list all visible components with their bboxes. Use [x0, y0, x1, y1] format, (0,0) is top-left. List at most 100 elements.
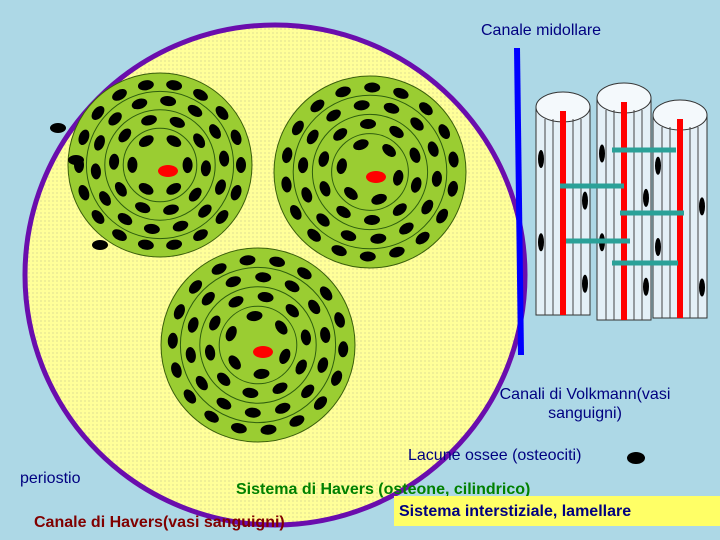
- havers-canal: [366, 171, 386, 183]
- lacuna: [182, 157, 193, 174]
- lacuna: [331, 370, 343, 386]
- lacuna: [193, 89, 208, 101]
- lamella-ring: [85, 90, 235, 240]
- lacuna: [143, 223, 160, 234]
- lacuna: [338, 341, 349, 358]
- label-volkmann-line1: Canali di Volkmann(vasi: [499, 386, 671, 403]
- lacuna: [335, 86, 351, 98]
- lacuna: [448, 151, 459, 168]
- lacuna: [371, 193, 387, 205]
- lacuna: [331, 245, 347, 257]
- label-volkmann: Canali di Volkmann(vasi sanguigni): [470, 385, 700, 423]
- lacuna: [300, 329, 311, 346]
- lacuna: [138, 135, 154, 147]
- lacuna: [204, 410, 219, 423]
- lacuna: [117, 213, 133, 226]
- lacuna: [415, 231, 430, 245]
- lacuna: [313, 396, 328, 410]
- lacuna: [284, 280, 300, 293]
- lacuna: [419, 102, 433, 116]
- lacuna: [163, 204, 179, 215]
- lacuna: [195, 375, 208, 391]
- lacuna: [201, 291, 215, 306]
- lacuna: [364, 214, 380, 226]
- lacuna: [225, 325, 237, 342]
- osteocyte: [599, 144, 605, 163]
- lacuna: [438, 124, 451, 140]
- lamella-ring: [122, 127, 198, 203]
- lacuna: [171, 362, 182, 378]
- lacuna: [410, 117, 424, 131]
- lacuna: [205, 344, 216, 361]
- osteon-cylinders: [535, 82, 708, 321]
- lacuna: [326, 109, 341, 122]
- lacuna: [112, 229, 127, 241]
- lacuna: [431, 170, 442, 187]
- lacuna: [137, 239, 154, 250]
- lacuna: [215, 106, 229, 120]
- lacuna: [272, 382, 288, 394]
- lacuna: [340, 230, 357, 242]
- osteocyte: [655, 237, 661, 256]
- lacuna: [183, 389, 197, 404]
- lacuna: [310, 99, 325, 113]
- lacuna: [215, 210, 229, 224]
- lacuna: [188, 187, 202, 202]
- lacuna: [225, 276, 241, 288]
- label-interstitial: Sistema interstiziale, lamellare: [399, 503, 632, 520]
- lacuna: [109, 153, 120, 170]
- lacuna: [135, 202, 151, 214]
- osteocyte: [655, 156, 661, 175]
- interstitial-label-box: [394, 496, 720, 526]
- lacuna: [421, 199, 434, 215]
- lamella-ring: [199, 286, 317, 404]
- lacuna: [436, 208, 449, 224]
- lacuna: [320, 327, 331, 343]
- lacuna: [230, 129, 242, 146]
- lacuna: [246, 311, 263, 322]
- lacuna: [318, 151, 330, 167]
- lacuna: [364, 82, 381, 93]
- lacuna: [91, 210, 105, 224]
- interstitial-lacuna: [68, 155, 84, 165]
- lacuna: [217, 372, 231, 386]
- lacuna: [295, 359, 307, 375]
- lacuna: [219, 150, 230, 167]
- lacuna: [138, 182, 154, 195]
- lacuna: [319, 286, 333, 301]
- lacuna: [393, 169, 404, 186]
- lacuna: [99, 191, 111, 206]
- lacuna: [228, 296, 244, 308]
- osteons-group: [50, 72, 467, 443]
- medullary-canal: [514, 47, 524, 356]
- lacuna: [316, 213, 330, 227]
- lacuna: [255, 272, 272, 283]
- lamella-ring: [331, 133, 409, 211]
- lacuna: [308, 299, 321, 315]
- lacuna: [230, 184, 242, 201]
- osteocyte: [582, 191, 588, 210]
- lacuna: [198, 204, 212, 218]
- lacuna: [447, 180, 458, 197]
- interstitial-lacuna: [92, 240, 108, 250]
- lacuna: [108, 112, 122, 126]
- lacuna: [173, 304, 185, 320]
- lacuna: [236, 157, 246, 173]
- lacuna: [427, 141, 439, 157]
- lacuna: [336, 205, 351, 219]
- lacuna: [166, 135, 182, 148]
- lamella-ring: [104, 109, 216, 221]
- lacuna: [137, 80, 154, 91]
- lacuna: [231, 423, 247, 434]
- lacuna: [78, 129, 90, 146]
- label-lacune: Lacune ossee (osteociti): [408, 447, 582, 464]
- lacuna: [336, 158, 347, 175]
- lacuna: [289, 415, 305, 427]
- lacuna: [141, 115, 157, 126]
- lacuna: [91, 106, 105, 120]
- lacuna: [353, 100, 370, 111]
- lacuna: [289, 204, 302, 220]
- lacuna: [344, 187, 358, 200]
- osteocyte: [699, 278, 705, 297]
